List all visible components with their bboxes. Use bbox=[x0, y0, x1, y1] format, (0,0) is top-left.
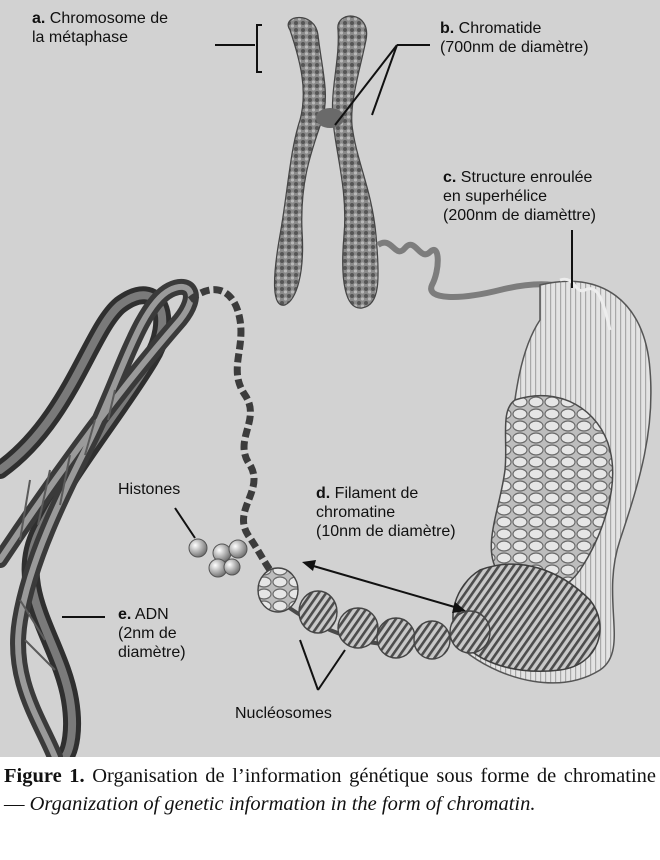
label-letter: d. bbox=[316, 485, 331, 502]
label-histones: Histones bbox=[118, 481, 181, 498]
filament-length-arrow bbox=[302, 560, 466, 613]
label-superhelix: c. Structure enroulée en superhélice (20… bbox=[443, 168, 596, 225]
label-letter: b. bbox=[440, 20, 455, 37]
label-letter: e. bbox=[118, 606, 132, 623]
figure-caption: Figure 1. Organisation de l’information … bbox=[4, 762, 656, 818]
caption-english-text: Organization of genetic information in t… bbox=[29, 793, 536, 815]
label-letter: c. bbox=[443, 169, 457, 186]
label-chromatin-filament: d. Filament de chromatine (10nm de diamè… bbox=[316, 484, 456, 541]
label-metaphase-chromosome: a. Chromosome de la métaphase bbox=[32, 9, 168, 47]
label-text: ADN bbox=[134, 606, 169, 623]
label-text: en superhélice bbox=[443, 188, 548, 205]
label-text: la métaphase bbox=[32, 29, 129, 46]
histone-balls bbox=[188, 538, 248, 578]
superhelix-structure bbox=[452, 277, 652, 684]
label-text: Chromosome de bbox=[49, 10, 169, 27]
label-letter: a. bbox=[32, 10, 46, 27]
leader-lines bbox=[62, 24, 573, 691]
label-text: (2nm de bbox=[118, 625, 177, 642]
metaphase-chromosome bbox=[273, 15, 379, 309]
caption-figure-label: Figure 1. bbox=[4, 765, 85, 787]
label-text: diamètre) bbox=[118, 644, 186, 661]
dna-double-helix bbox=[0, 278, 282, 757]
label-nucleosomes: Nucléosomes bbox=[235, 705, 332, 722]
label-text: (10nm de diamètre) bbox=[316, 523, 456, 540]
label-text: chromatine bbox=[316, 504, 396, 521]
label-text: Chromatide bbox=[458, 20, 542, 37]
label-dna: e. ADN (2nm de diamètre) bbox=[118, 605, 186, 662]
label-text: (700nm de diamètre) bbox=[440, 39, 589, 56]
label-text: Structure enroulée bbox=[460, 169, 593, 186]
label-chromatid: b. Chromatide (700nm de diamètre) bbox=[440, 19, 589, 57]
chromatin-illustration bbox=[0, 15, 652, 757]
caption-french-text: Organisation de l’information génétique … bbox=[4, 765, 656, 815]
nucleosome-chain bbox=[257, 567, 491, 660]
label-text: Filament de bbox=[334, 485, 419, 502]
label-text: (200nm de diamèttre) bbox=[443, 207, 596, 224]
chromatin-diagram: a. Chromosome de la métaphase b. Chromat… bbox=[0, 0, 660, 757]
chromatin-link bbox=[376, 239, 576, 300]
